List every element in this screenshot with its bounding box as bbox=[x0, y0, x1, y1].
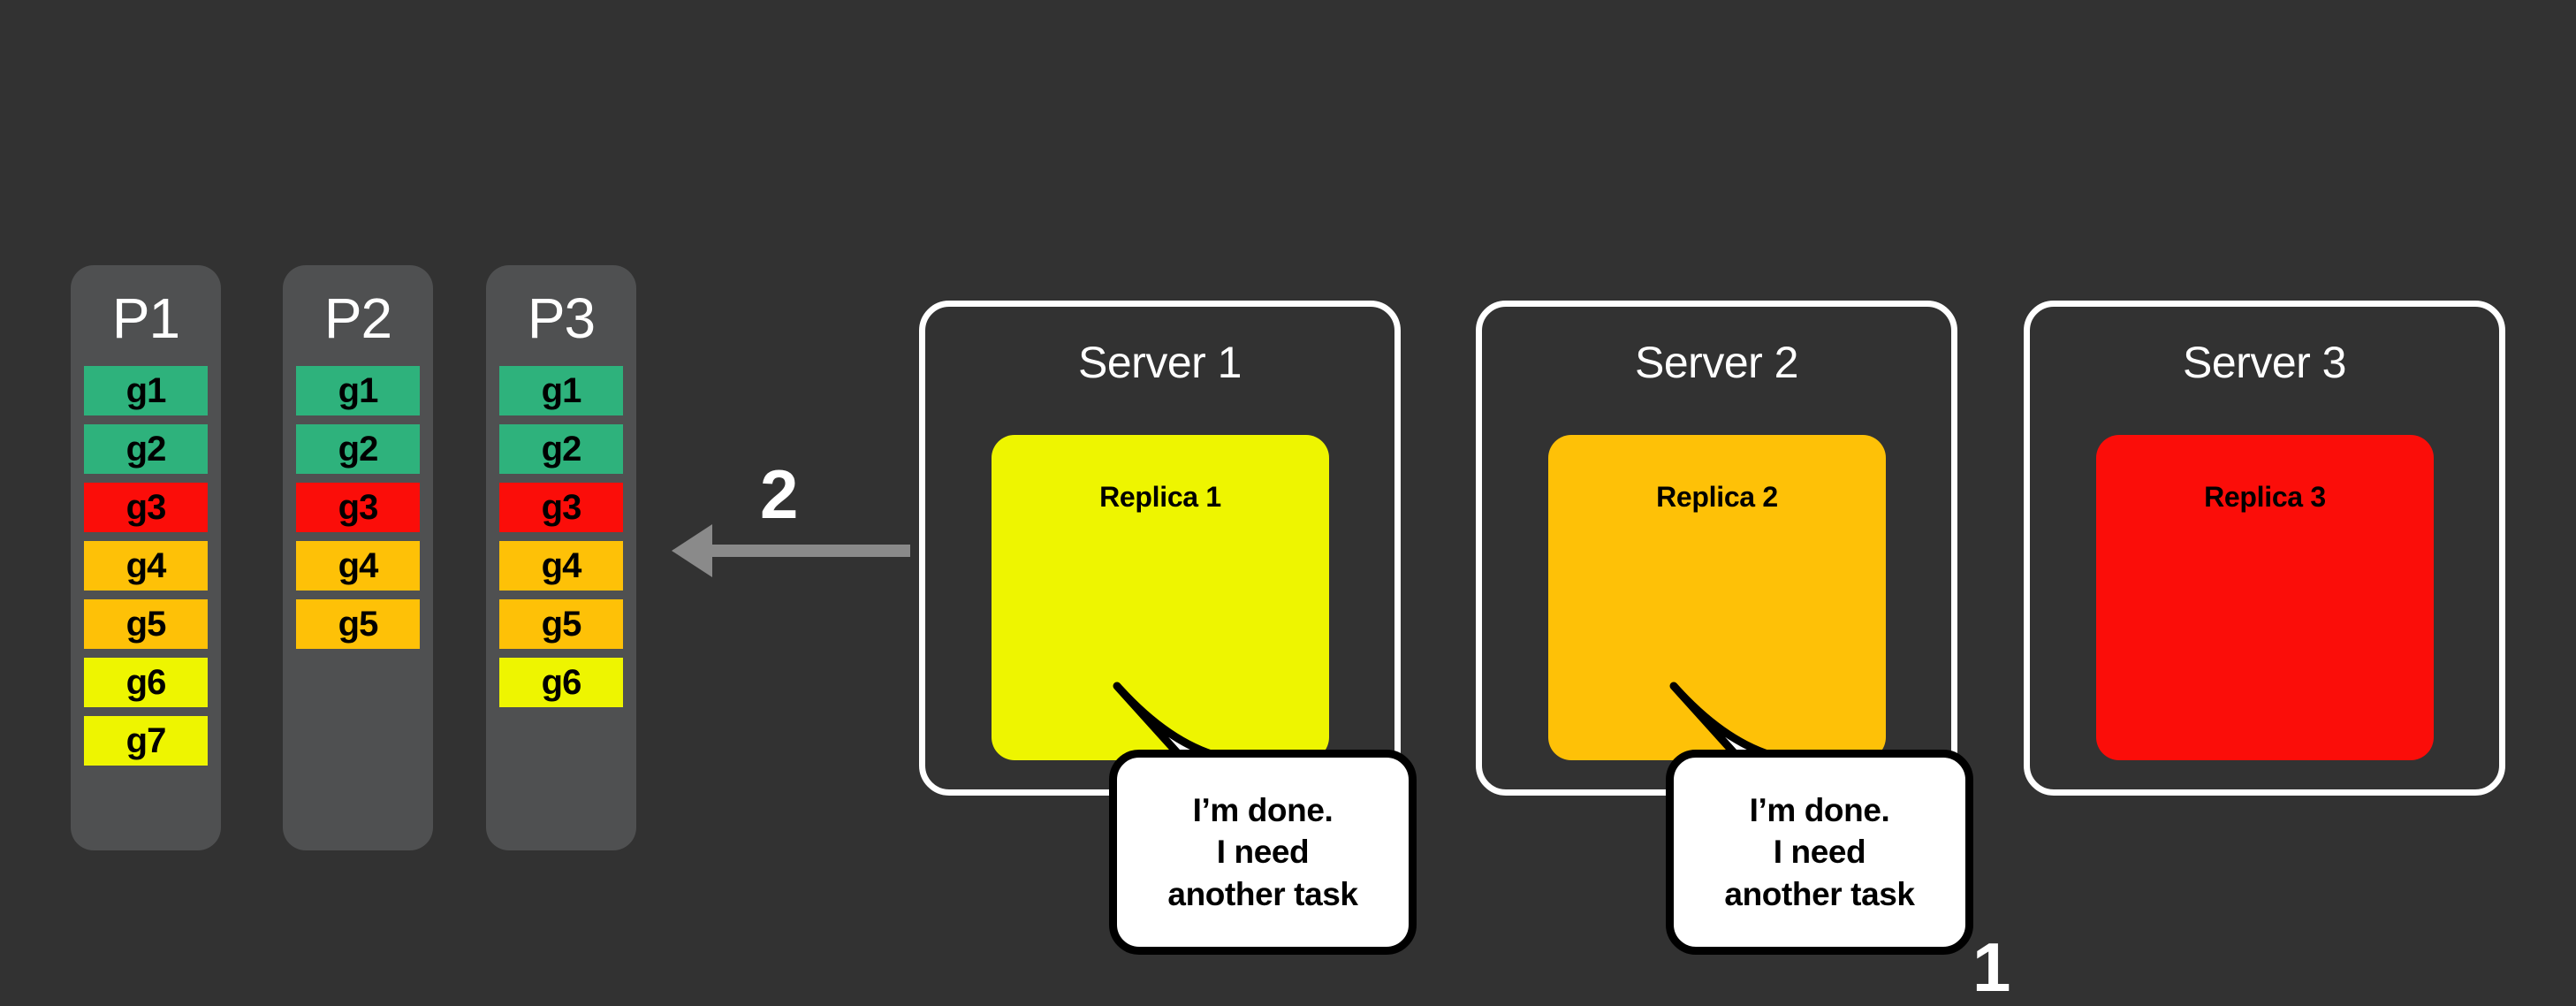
replica-label-1: Replica 1 bbox=[1099, 481, 1221, 513]
task-label: g2 bbox=[338, 429, 379, 469]
partition-column-p1: P1 g1 g2 g3 g4 g5 g6 g7 bbox=[71, 265, 221, 850]
speech-bubble-body-1: I’m done. I need another task bbox=[1109, 750, 1417, 955]
task-label: g5 bbox=[125, 604, 167, 644]
task-block[interactable]: g5 bbox=[296, 599, 420, 649]
task-block[interactable]: g4 bbox=[84, 541, 208, 591]
server-box-3[interactable]: Server 3 bbox=[2024, 301, 2505, 796]
partition-title-p1: P1 bbox=[111, 286, 180, 350]
bubble-line-1: I’m done. bbox=[1192, 791, 1334, 828]
server-title-1: Server 1 bbox=[1078, 338, 1242, 387]
server-title-3: Server 3 bbox=[2183, 338, 2346, 387]
task-label: g7 bbox=[125, 720, 167, 760]
speech-bubble-body-2: I’m done. I need another task bbox=[1666, 750, 1973, 955]
reassign-arrow-group: 2 bbox=[672, 460, 910, 592]
task-label: g4 bbox=[541, 545, 582, 585]
task-block[interactable]: g1 bbox=[84, 366, 208, 415]
task-block[interactable]: g3 bbox=[296, 483, 420, 532]
task-label: g2 bbox=[541, 429, 582, 469]
replica-box-2[interactable]: Replica 2 bbox=[1548, 435, 1886, 760]
task-label: g1 bbox=[125, 370, 167, 410]
replica-label-2: Replica 2 bbox=[1656, 481, 1778, 513]
bubble-line-3: another task bbox=[1167, 875, 1358, 912]
task-label: g5 bbox=[338, 604, 379, 644]
step-2-label: 2 bbox=[760, 455, 799, 533]
task-block[interactable]: g2 bbox=[499, 424, 623, 474]
task-label: g4 bbox=[125, 545, 167, 585]
task-block[interactable]: g4 bbox=[499, 541, 623, 591]
bubble-line-2: I need bbox=[1773, 834, 1866, 871]
task-label: g3 bbox=[125, 487, 167, 527]
partition-title-p2: P2 bbox=[323, 286, 392, 350]
task-label: g6 bbox=[125, 662, 167, 702]
partition-title-p3: P3 bbox=[527, 286, 596, 350]
task-block[interactable]: g1 bbox=[296, 366, 420, 415]
task-label: g4 bbox=[338, 545, 379, 585]
task-block[interactable]: g3 bbox=[499, 483, 623, 532]
task-label: g3 bbox=[338, 487, 379, 527]
speech-bubble-1: I’m done. I need another task bbox=[1105, 681, 1423, 981]
task-block[interactable]: g3 bbox=[84, 483, 208, 532]
task-block[interactable]: g6 bbox=[499, 658, 623, 707]
task-list-p2: g1 g2 g3 g4 g5 bbox=[283, 366, 433, 649]
task-block[interactable]: g4 bbox=[296, 541, 420, 591]
server-title-2: Server 2 bbox=[1635, 338, 1798, 387]
task-label: g6 bbox=[541, 662, 582, 702]
task-block[interactable]: g5 bbox=[84, 599, 208, 649]
partition-column-p3: P3 g1 g2 g3 g4 g5 g6 bbox=[486, 265, 636, 850]
speech-bubble-2: I’m done. I need another task bbox=[1661, 681, 1979, 981]
task-label: g3 bbox=[541, 487, 582, 527]
bubble-line-2: I need bbox=[1216, 834, 1310, 871]
task-label: g5 bbox=[541, 604, 582, 644]
task-block[interactable]: g7 bbox=[84, 716, 208, 766]
task-list-p3: g1 g2 g3 g4 g5 g6 bbox=[486, 366, 636, 707]
step-1-label: 1 bbox=[1972, 928, 2011, 1006]
task-label: g1 bbox=[338, 370, 379, 410]
partition-column-p2: P2 g1 g2 g3 g4 g5 bbox=[283, 265, 433, 850]
bubble-line-3: another task bbox=[1724, 875, 1915, 912]
task-block[interactable]: g6 bbox=[84, 658, 208, 707]
task-label: g1 bbox=[541, 370, 582, 410]
task-block[interactable]: g2 bbox=[296, 424, 420, 474]
task-block[interactable]: g1 bbox=[499, 366, 623, 415]
task-block[interactable]: g2 bbox=[84, 424, 208, 474]
bubble-line-1: I’m done. bbox=[1749, 791, 1890, 828]
arrow-head-icon bbox=[672, 524, 712, 577]
replica-box-1[interactable]: Replica 1 bbox=[992, 435, 1329, 760]
task-block[interactable]: g5 bbox=[499, 599, 623, 649]
task-list-p1: g1 g2 g3 g4 g5 g6 g7 bbox=[71, 366, 221, 766]
replica-box-3[interactable]: Replica 3 bbox=[2096, 435, 2434, 760]
task-label: g2 bbox=[125, 429, 167, 469]
replica-label-3: Replica 3 bbox=[2204, 481, 2326, 513]
arrow-line bbox=[711, 545, 910, 557]
